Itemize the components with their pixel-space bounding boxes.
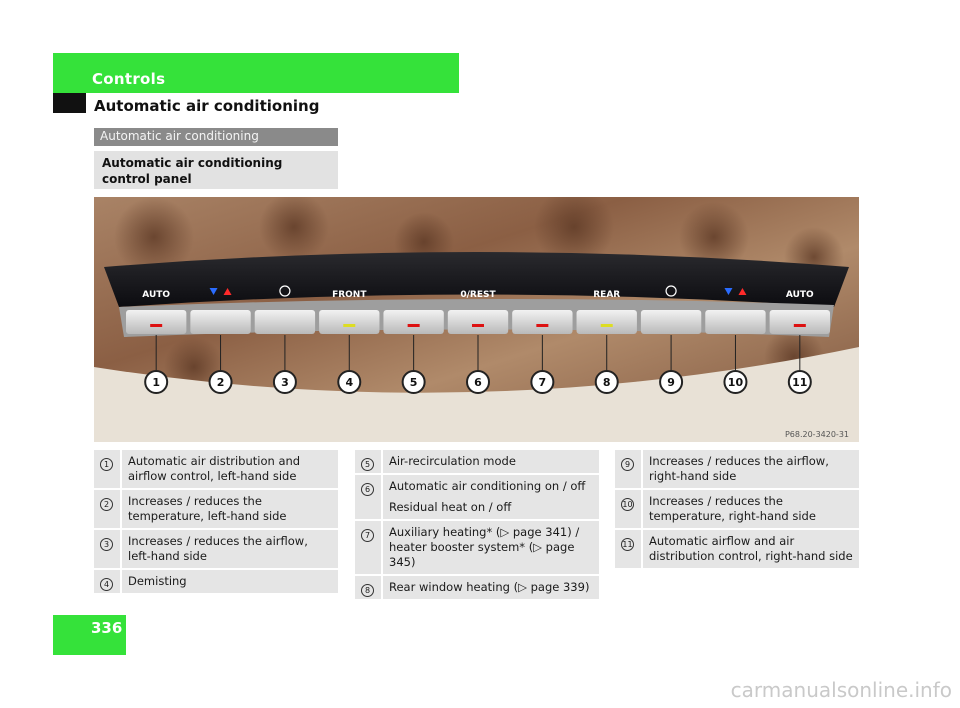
callout-number: 6 — [474, 376, 482, 389]
legend-number: 3 — [94, 530, 120, 568]
header-marker — [53, 93, 86, 113]
callout-circle — [787, 370, 812, 394]
legend-text: Increases / reduces the temperature, rig… — [641, 490, 859, 528]
key-led — [793, 324, 806, 327]
legend-number: 7 — [355, 521, 381, 574]
page-number: 336 — [53, 615, 126, 655]
callout-number: 1 — [152, 376, 160, 389]
callout-circle — [272, 370, 297, 394]
legend-text: Auxiliary heating* (▷ page 341) / heater… — [381, 521, 599, 574]
callout-circle — [208, 370, 233, 394]
subheading: Automatic air conditioning control panel — [94, 151, 338, 189]
key-led — [472, 324, 484, 327]
legend-text: Automatic air distribution and airflow c… — [120, 450, 338, 488]
legend-text: Demisting — [120, 570, 338, 593]
legend-text: Increases / reduces the temperature, lef… — [120, 490, 338, 528]
panel-key — [705, 310, 766, 334]
fan-icon — [665, 285, 677, 297]
callout-number: 8 — [603, 376, 611, 389]
legend-text: Air-recirculation mode — [381, 450, 599, 473]
key-led — [343, 324, 356, 327]
callout-circle — [530, 370, 555, 394]
callout-circle — [144, 370, 169, 394]
legend-number: 4 — [94, 570, 120, 593]
legend-text: Automatic airflow and air distribution c… — [641, 530, 859, 568]
callout-number: 10 — [728, 376, 744, 389]
callout-number: 3 — [281, 376, 289, 389]
key-led — [407, 324, 420, 327]
key-label: 0/REST — [460, 290, 496, 300]
callout-circle — [594, 370, 619, 394]
callout-circle — [401, 370, 426, 394]
callout-number: 4 — [345, 376, 353, 389]
legend-number: 11 — [621, 538, 634, 551]
panel-key — [512, 310, 573, 334]
key-label: FRONT — [332, 290, 367, 300]
callout-circle — [659, 370, 684, 394]
legend-number: 6 — [355, 475, 381, 519]
watermark: carmanualsonline.info — [730, 678, 952, 702]
key-led — [600, 324, 613, 327]
key-led — [536, 324, 549, 327]
temp-down-icon — [209, 288, 218, 295]
legend-number: 1 — [94, 450, 120, 488]
panel-key — [319, 310, 380, 334]
panel-key — [576, 310, 637, 334]
control-panel-photo: AUTO FRONT 0/REST REAR AUTO 1 2 3 4 5 6 7 8 9 10 11 P6… — [94, 197, 859, 442]
callout-circle — [337, 370, 362, 394]
callout-number: 9 — [667, 376, 675, 389]
legend-number: 8 — [355, 576, 381, 599]
topic-bar: Automatic air conditioning — [94, 128, 338, 146]
legend-text: Increases / reduces the airflow, right-h… — [641, 450, 859, 488]
temp-up-icon — [223, 288, 232, 295]
key-label: REAR — [593, 290, 620, 300]
panel-key — [190, 310, 251, 334]
panel-key — [769, 310, 830, 334]
temp-down-icon — [724, 288, 733, 295]
key-label: AUTO — [142, 290, 170, 300]
callout-number: 2 — [217, 376, 225, 389]
legend-number: 5 — [355, 450, 381, 473]
section-title: Controls — [92, 70, 166, 88]
legend-number: 9 — [615, 450, 641, 488]
fan-icon — [279, 285, 291, 297]
callout-circle — [723, 370, 748, 394]
callout-number: 5 — [410, 376, 418, 389]
header-band — [53, 53, 459, 93]
callout-circle — [466, 370, 490, 394]
legend-item: 10 Increases / reduces the temperature, r… — [615, 490, 859, 528]
panel-key — [447, 310, 509, 334]
panel-key — [640, 310, 702, 334]
legend-number: 2 — [94, 490, 120, 528]
legend-text: Rear window heating (▷ page 339) — [381, 576, 599, 599]
key-label: AUTO — [786, 290, 814, 300]
page-title: Automatic air conditioning — [94, 97, 320, 115]
legend-item: 11 Automatic airflow and air distribution… — [615, 530, 859, 568]
legend-number: 10 — [621, 498, 634, 511]
callout-number: 11 — [792, 376, 807, 389]
panel-key — [126, 310, 187, 334]
key-led — [150, 324, 163, 327]
legend-text: Increases / reduces the airflow, left-ha… — [120, 530, 338, 568]
panel-key — [383, 310, 444, 334]
temp-up-icon — [738, 288, 747, 295]
panel-key — [254, 310, 316, 334]
svg-text:P68.20-3420-31: P68.20-3420-31 — [785, 430, 849, 439]
callout-number: 7 — [539, 376, 547, 389]
